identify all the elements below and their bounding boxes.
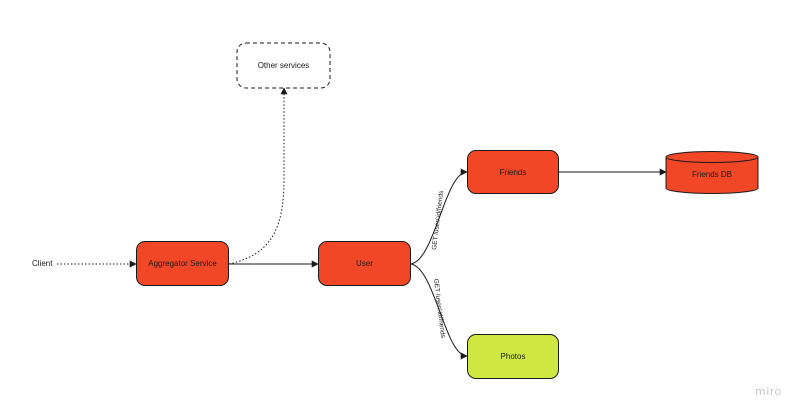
edge-user-friends: [410, 168, 468, 265]
friends-db-cylinder: [665, 151, 759, 194]
edge-user-photos: [410, 263, 468, 360]
edge-label-user-photos: GET /user/:id/friends: [432, 278, 446, 339]
aggregator-service-node[interactable]: Aggregator Service: [136, 241, 229, 286]
friends-label: Friends: [499, 167, 527, 177]
friends-db-label: Friends DB: [691, 169, 732, 179]
edge-label-user-friends: GET /user/:id/friends: [431, 190, 445, 251]
user-node[interactable]: User: [318, 241, 411, 286]
other-services-box-outline: [236, 42, 331, 89]
friends-db-node[interactable]: Friends DB: [666, 160, 758, 188]
user-label: User: [356, 259, 373, 268]
edge-aggregator-other-services: [228, 87, 288, 265]
friends-node[interactable]: Friends: [467, 150, 559, 194]
photos-node[interactable]: Photos: [467, 334, 559, 379]
other-services-label: Other services: [257, 61, 310, 70]
photos-label: Photos: [500, 352, 526, 361]
miro-watermark: miro: [755, 385, 782, 398]
aggregator-service-label: Aggregator Service: [148, 259, 217, 268]
other-services-node[interactable]: Other services: [237, 43, 330, 88]
client-label: Client: [32, 259, 53, 268]
